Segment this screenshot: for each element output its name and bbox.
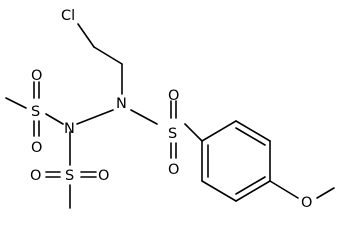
atom-oxygen-mesyl-2-right: O [98, 168, 109, 184]
ring-bond-2 [201, 180, 237, 202]
atom-oxygen-mesyl-1-up: O [31, 68, 42, 84]
atom-oxygen-aryl-up: O [168, 88, 179, 104]
ring-bond-6 [201, 120, 237, 142]
atom-sulfur-mesyl-1: S [31, 104, 40, 120]
bond-o-methyl [316, 187, 335, 199]
bond-ch2-ch2 [93, 46, 123, 65]
atom-sulfur-aryl: S [168, 126, 177, 142]
bond-s1-methyl [5, 97, 27, 109]
ring-bond-3-inner [235, 176, 266, 195]
chemical-structure: Cl N N S S S O O O O O O O [5, 8, 335, 211]
ring-bond-3 [235, 180, 271, 202]
atom-nitrogen-2: N [64, 121, 75, 137]
atom-oxygen-methoxy: O [301, 195, 312, 211]
atom-oxygen-aryl-down: O [168, 162, 179, 178]
atom-nitrogen-1: N [116, 96, 127, 112]
atom-oxygen-mesyl-1-down: O [31, 140, 42, 156]
bond-ring-o [269, 180, 299, 199]
bond-n1-n2 [76, 109, 114, 125]
bond-cl-ch2 [77, 23, 95, 48]
atom-sulfur-mesyl-2: S [65, 168, 74, 184]
structure-canvas: Cl N N S S S O O O O O O O [5, 8, 335, 211]
atom-chlorine: Cl [61, 8, 75, 24]
bond-n1-s3 [130, 109, 158, 125]
atom-labels: Cl N N S S S O O O O O O O [30, 8, 312, 211]
ring-bond-5 [235, 120, 271, 142]
bonds [5, 23, 335, 209]
ring-bond-5-inner [235, 127, 266, 146]
bond-n2-s1 [45, 113, 64, 125]
bond-s3-ring [184, 123, 203, 142]
atom-oxygen-mesyl-2-left: O [30, 168, 41, 184]
